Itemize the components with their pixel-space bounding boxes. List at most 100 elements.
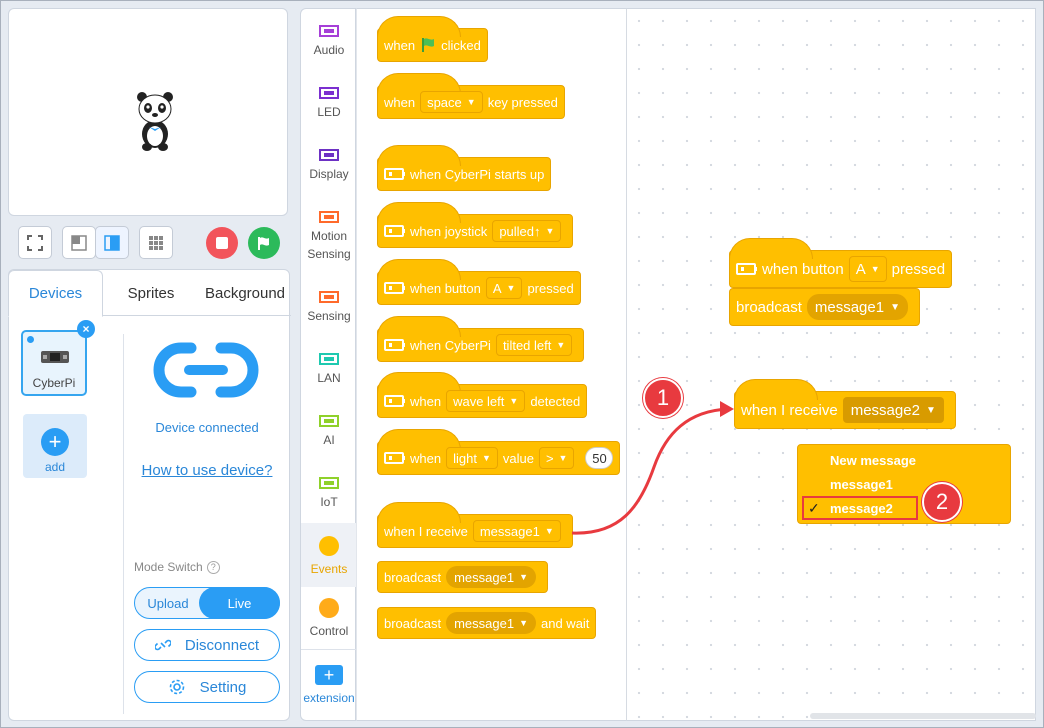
disconnect-button[interactable]: Disconnect bbox=[134, 629, 280, 661]
operator-dropdown[interactable]: >▼ bbox=[538, 447, 575, 469]
category-sensing[interactable]: Sensing bbox=[301, 291, 357, 325]
ws-block-when-button-pressed[interactable]: when button A▼ pressed bbox=[729, 238, 953, 288]
remove-device-button[interactable]: × bbox=[77, 320, 95, 338]
help-link[interactable]: How to use device? bbox=[141, 462, 273, 479]
key-dropdown[interactable]: space▼ bbox=[420, 91, 483, 113]
plus-icon: + bbox=[41, 428, 69, 456]
panda-sprite[interactable] bbox=[133, 89, 177, 153]
device-card-cyberpi[interactable]: CyberPi bbox=[21, 330, 87, 396]
receive-message-dropdown[interactable]: message2▼ bbox=[842, 397, 944, 423]
callout-1: 1 bbox=[643, 378, 683, 418]
grid-icon bbox=[149, 235, 163, 250]
category-control[interactable]: Control bbox=[301, 598, 357, 640]
block-text: and wait bbox=[541, 615, 590, 631]
category-led[interactable]: LED bbox=[301, 87, 357, 121]
dropdown-value: message1 bbox=[454, 569, 515, 585]
wave-dropdown[interactable]: wave left▼ bbox=[446, 390, 526, 412]
category-iot[interactable]: IoT bbox=[301, 477, 357, 511]
stop-button[interactable] bbox=[206, 227, 238, 259]
dropdown-value: space bbox=[427, 94, 462, 110]
large-stage-icon bbox=[104, 234, 120, 251]
mode-live[interactable]: Live bbox=[199, 587, 280, 619]
small-stage-button[interactable] bbox=[62, 226, 96, 259]
block-when-joystick[interactable]: when joystick pulled↑▼ bbox=[377, 202, 574, 248]
green-flag-icon bbox=[422, 38, 435, 52]
block-when-button-pressed[interactable]: when button A▼ pressed bbox=[377, 259, 581, 305]
check-icon: ✓ bbox=[808, 500, 820, 516]
caret-down-icon: ▼ bbox=[925, 404, 936, 416]
category-label: AI bbox=[323, 433, 335, 447]
block-when-cyberpi-starts-up[interactable]: when CyberPi starts up bbox=[377, 145, 552, 191]
stage-canvas[interactable] bbox=[8, 8, 288, 216]
large-stage-button[interactable] bbox=[95, 226, 129, 259]
category-ai[interactable]: AI bbox=[301, 415, 357, 449]
block-broadcast-and-wait[interactable]: broadcast message1 ▼ and wait bbox=[377, 607, 597, 639]
category-motion-sensing[interactable]: Motion Sensing bbox=[301, 211, 357, 263]
dropdown-value: message1 bbox=[814, 298, 885, 316]
block-text: when I receive bbox=[741, 401, 838, 419]
broadcast-message-dropdown[interactable]: message1▼ bbox=[806, 294, 908, 320]
category-display[interactable]: Display bbox=[301, 149, 357, 183]
caret-down-icon: ▼ bbox=[544, 526, 554, 536]
broadcast-message-dropdown[interactable]: message1▼ bbox=[446, 566, 536, 588]
block-when-key-pressed[interactable]: when space▼ key pressed bbox=[377, 73, 565, 119]
menu-item-new-message[interactable]: New message bbox=[830, 453, 916, 468]
category-label: Events bbox=[310, 562, 348, 576]
broadcast-wait-message-dropdown[interactable]: message1 ▼ bbox=[446, 612, 536, 634]
tab-devices[interactable]: Devices bbox=[8, 270, 103, 317]
grid-view-button[interactable] bbox=[139, 226, 173, 259]
mode-switch-label: Mode Switch ? bbox=[134, 560, 220, 574]
menu-item-message1[interactable]: message1 bbox=[830, 477, 893, 492]
cyberpi-icon bbox=[384, 339, 405, 351]
green-flag-button[interactable] bbox=[248, 227, 280, 259]
dropdown-value: message1 bbox=[454, 615, 515, 631]
sensor-dropdown[interactable]: light▼ bbox=[446, 447, 498, 469]
cyberpi-icon bbox=[736, 263, 757, 275]
tilt-dropdown[interactable]: tilted left▼ bbox=[495, 334, 573, 356]
lan-icon bbox=[319, 353, 339, 365]
block-when-i-receive[interactable]: when I receive message1▼ bbox=[377, 502, 573, 548]
category-lan[interactable]: LAN bbox=[301, 353, 357, 387]
block-text: key pressed bbox=[487, 94, 558, 110]
block-text: when bbox=[410, 450, 442, 466]
script-workspace[interactable] bbox=[626, 8, 1036, 721]
block-when-cyberpi-tilted[interactable]: when CyberPi tilted left▼ bbox=[377, 316, 585, 362]
ws-block-when-i-receive[interactable]: when I receive message2▼ bbox=[734, 379, 956, 429]
ws-block-broadcast[interactable]: broadcast message1▼ bbox=[729, 288, 920, 326]
block-text: broadcast bbox=[736, 298, 802, 316]
block-broadcast[interactable]: broadcast message1▼ bbox=[377, 561, 548, 593]
display-icon bbox=[319, 149, 339, 161]
number-input[interactable]: 50 bbox=[585, 447, 614, 469]
category-label: IoT bbox=[320, 495, 338, 509]
block-when-flag-clicked[interactable]: when clicked bbox=[377, 16, 488, 62]
fullscreen-button[interactable] bbox=[18, 226, 52, 259]
joystick-dropdown[interactable]: pulled↑▼ bbox=[492, 220, 562, 242]
extension-button[interactable]: +extension bbox=[301, 665, 357, 707]
tab-background[interactable]: Background bbox=[204, 284, 286, 302]
category-label: Sensing bbox=[307, 309, 351, 323]
button-dropdown[interactable]: A▼ bbox=[485, 277, 523, 299]
annotation-arrow bbox=[571, 401, 734, 535]
link-icon bbox=[153, 342, 259, 398]
button-dropdown[interactable]: A▼ bbox=[848, 256, 887, 282]
tab-sprites[interactable]: Sprites bbox=[127, 284, 175, 302]
category-label: LAN bbox=[317, 371, 341, 385]
mode-switch[interactable]: Upload Live bbox=[134, 587, 280, 619]
category-events[interactable]: Events bbox=[301, 523, 357, 587]
block-text: clicked bbox=[441, 37, 481, 53]
block-text: broadcast bbox=[384, 615, 442, 631]
mode-upload[interactable]: Upload bbox=[147, 595, 189, 611]
block-when-light-value[interactable]: when light▼ value >▼ 50 bbox=[377, 429, 621, 475]
block-text: when bbox=[410, 393, 442, 409]
caret-down-icon: ▼ bbox=[506, 283, 516, 293]
horizontal-scrollbar[interactable] bbox=[810, 713, 1036, 719]
disconnect-label: Disconnect bbox=[184, 636, 260, 654]
caret-down-icon: ▼ bbox=[519, 618, 528, 628]
help-icon[interactable]: ? bbox=[206, 560, 220, 574]
add-device-button[interactable]: + add bbox=[23, 414, 87, 478]
message-dropdown[interactable]: message1▼ bbox=[472, 520, 561, 542]
menu-item-message2[interactable]: message2 bbox=[830, 501, 893, 516]
setting-button[interactable]: Setting bbox=[134, 671, 280, 703]
block-when-wave-detected[interactable]: when wave left▼ detected bbox=[377, 372, 588, 418]
category-audio[interactable]: Audio bbox=[301, 25, 357, 59]
